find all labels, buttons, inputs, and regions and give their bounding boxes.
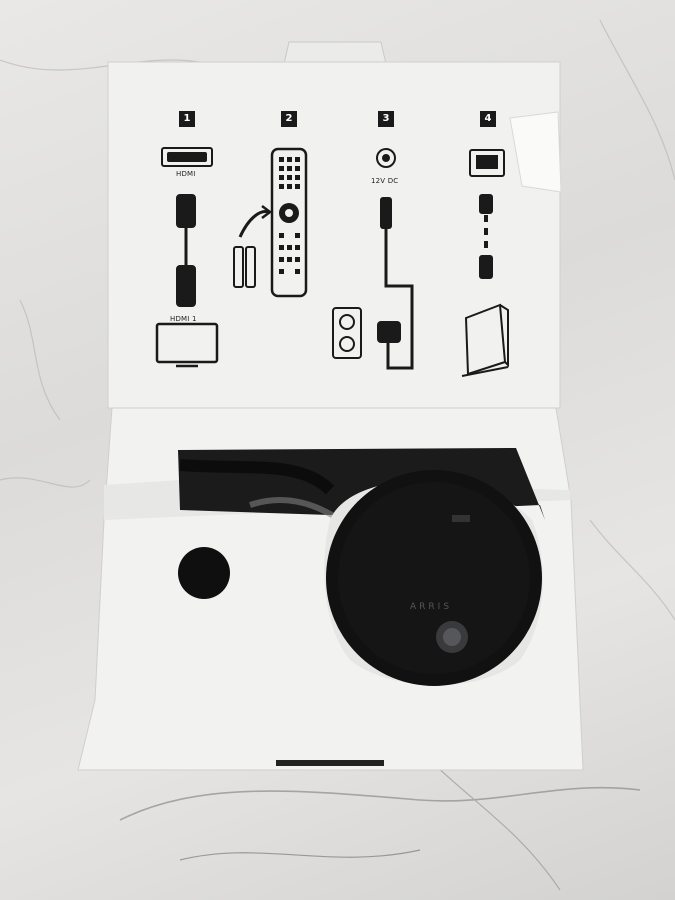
set-top-box-device: [324, 470, 543, 686]
power-rating-label: 12V DC: [371, 177, 399, 185]
marble-veins: [0, 19, 675, 891]
remote-control-icon: [270, 147, 308, 298]
step-2-number: 2: [281, 111, 297, 127]
battery-icon: [233, 205, 273, 288]
step-1-number: 1: [179, 111, 195, 127]
router-icon: [461, 303, 509, 377]
hdmi-cable-illustration: [161, 147, 213, 307]
ethernet-illustration: [469, 149, 505, 279]
hdmi-port-label: HDMI: [176, 170, 196, 178]
tv-icon: [155, 322, 219, 368]
wall-socket-icon: [332, 307, 362, 359]
step-3-number: 3: [378, 111, 394, 127]
tv-hdmi-input-label: HDMI 1: [170, 315, 197, 323]
power-adapter-illustration: [376, 148, 414, 370]
device-brand-logo: ARRIS: [410, 602, 453, 612]
box-lid: [107, 41, 562, 409]
step-4-number: 4: [480, 111, 496, 127]
